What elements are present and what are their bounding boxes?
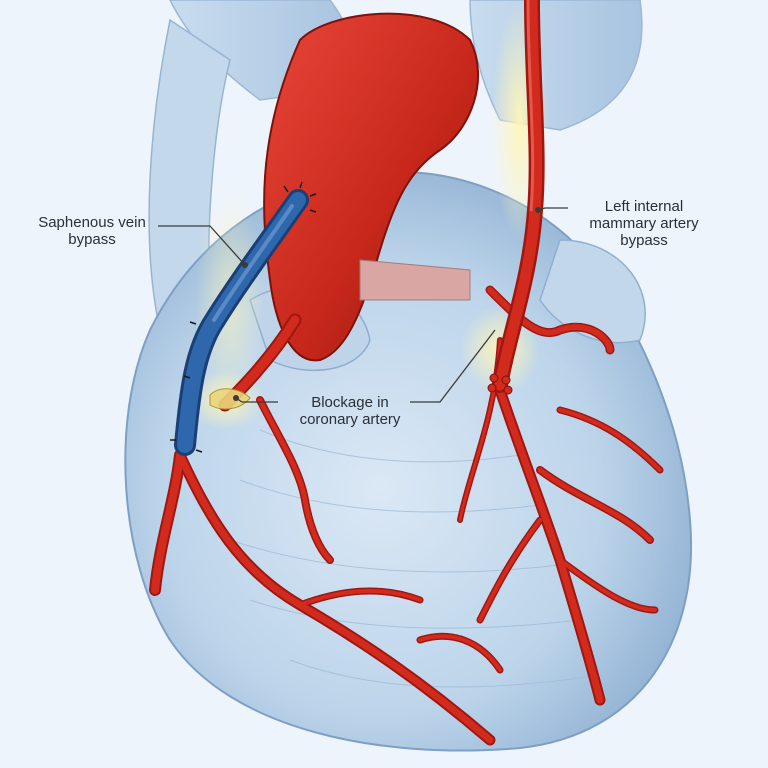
- saphenous-vein-label: Saphenous vein bypass: [38, 214, 146, 248]
- left-atrium: [539, 239, 646, 344]
- leader-lines: [158, 207, 568, 403]
- saphenous-vein-graft: [170, 181, 317, 456]
- pulmonary-trunk: [359, 259, 471, 301]
- mammary-artery-label: Left internal mammary artery bypass: [589, 198, 699, 249]
- coronary-blockage: [209, 388, 251, 410]
- leader-blockage-right: [410, 329, 496, 403]
- blockage-label: Blockage in coronary artery: [299, 394, 401, 428]
- leader-saphenous: [158, 225, 246, 266]
- leader-dots: [233, 207, 541, 401]
